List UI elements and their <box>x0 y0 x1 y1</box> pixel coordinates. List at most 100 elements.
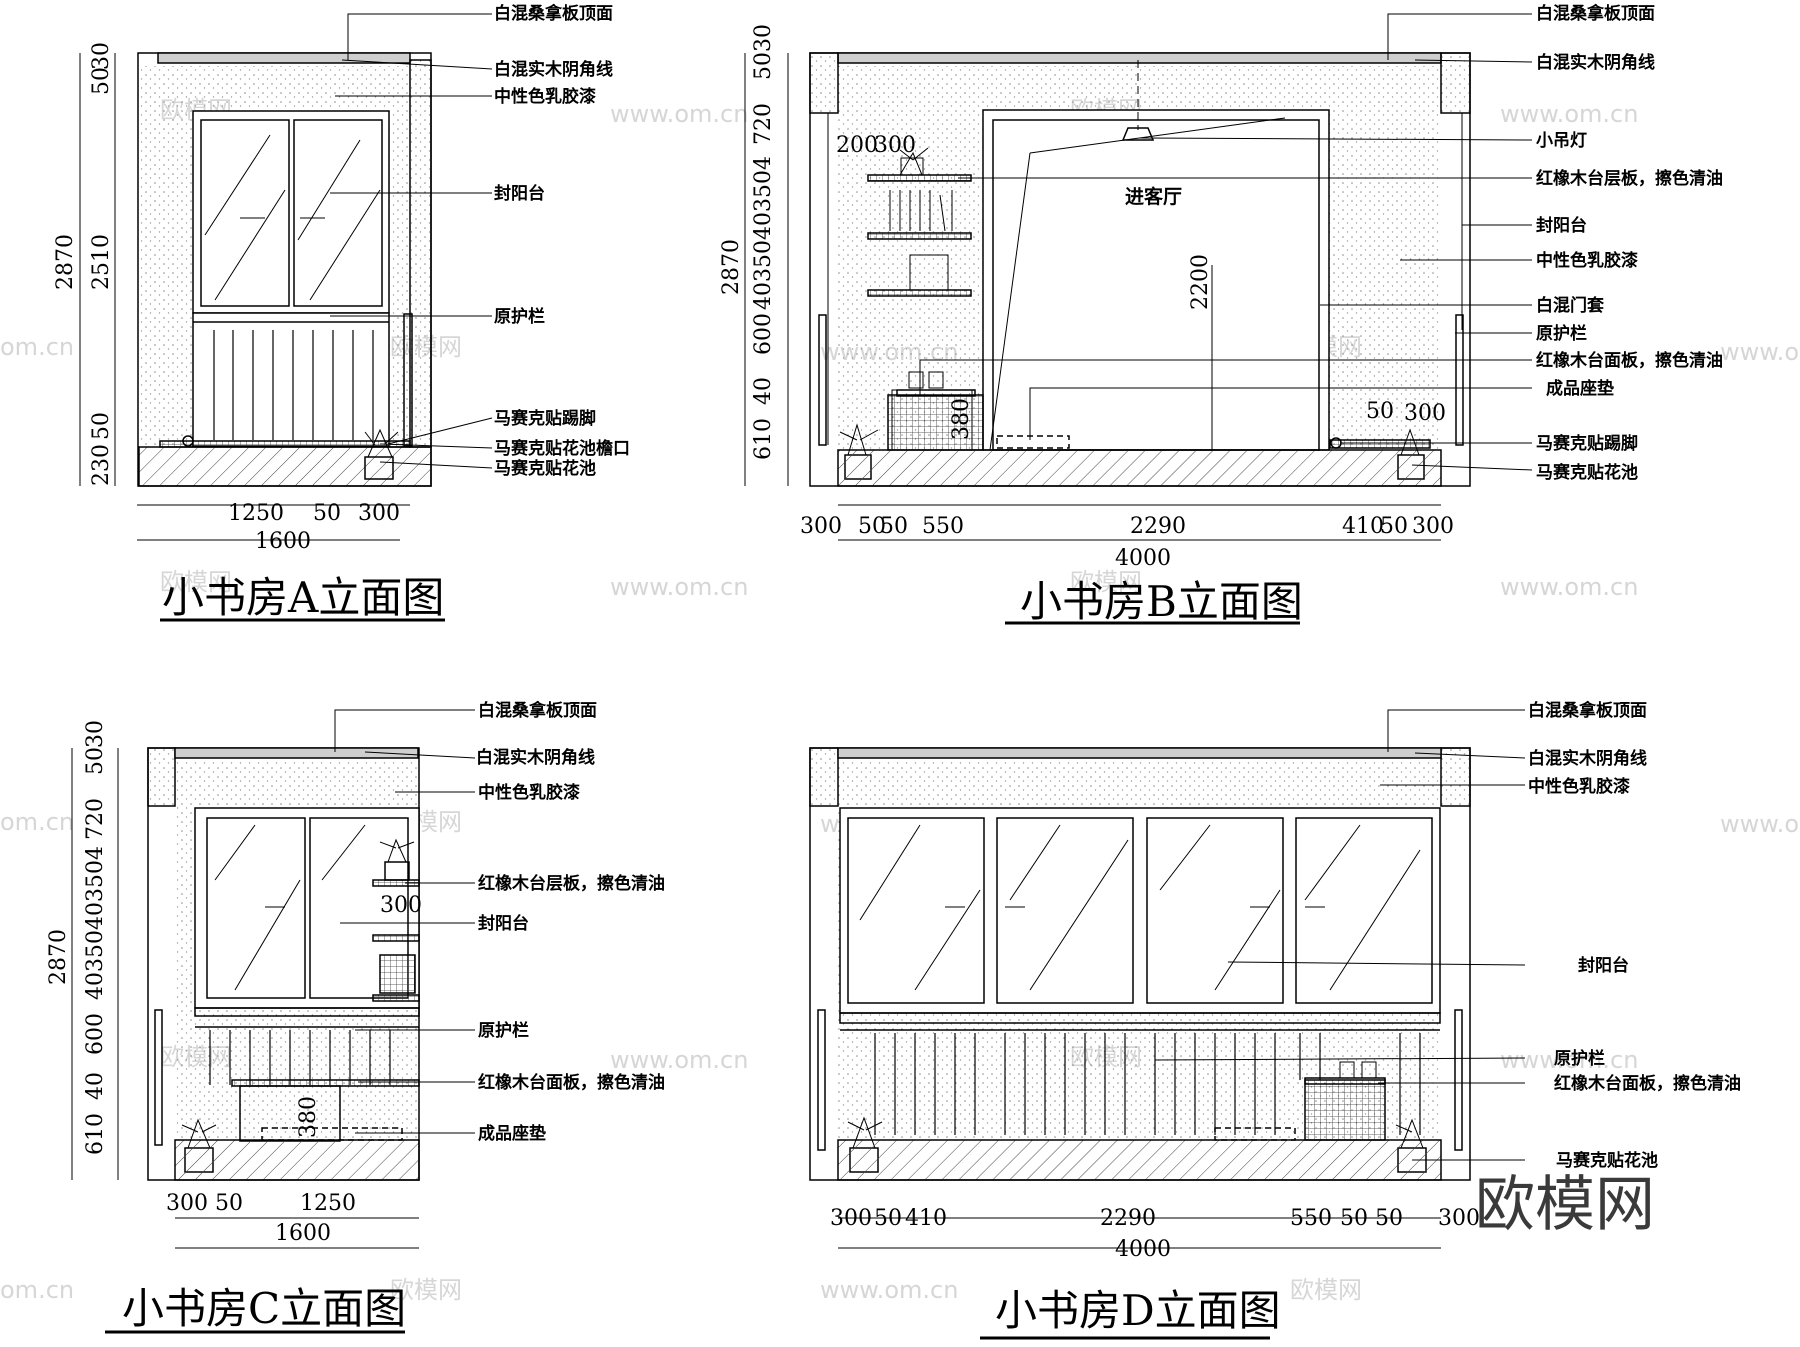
callout-label: 封阳台 <box>1578 955 1629 976</box>
dimension-value: 610 <box>83 1113 108 1155</box>
elevation-c-text: 白混桑拿板顶面 白混实木阴角线 中性色乳胶漆 红橡木台层板，擦色清油 封阳台 原… <box>46 700 665 1333</box>
dimension-value: 40350403504 <box>751 156 776 310</box>
floor-slab <box>837 449 1442 487</box>
dimension-value: 300 <box>1438 1206 1480 1231</box>
dimension-value: 1250 <box>228 501 284 526</box>
dimension-value: 610 <box>751 418 776 460</box>
doorway <box>982 109 1330 451</box>
column <box>409 59 432 448</box>
ceiling-board <box>837 52 1442 64</box>
dimension-value: 50 <box>83 747 108 775</box>
dimension-value: 2290 <box>1130 514 1186 539</box>
watermark-site: www.om.cn <box>1500 100 1638 128</box>
floor-slab <box>837 1139 1442 1181</box>
watermark-site: www.om.cn <box>610 1046 748 1074</box>
dimension-value: 50 <box>313 501 341 526</box>
window-pane <box>847 817 985 1004</box>
elevation-title: 小书房A立面图 <box>162 573 444 622</box>
callout-label: 马赛克贴花池檐口 <box>494 438 630 459</box>
dimension-value: 40 <box>83 1072 108 1100</box>
dimension-value: 50 <box>89 67 114 95</box>
dimension-total: 4000 <box>1115 1237 1171 1262</box>
window-pane <box>293 119 383 307</box>
dimension-value: 230 <box>89 444 114 486</box>
callout-label: 成品座垫 <box>478 1123 546 1144</box>
ceiling-board <box>837 747 1442 759</box>
callout-label: 白混桑拿板顶面 <box>1528 700 1647 721</box>
watermark-domain: om.cn <box>0 808 74 836</box>
callout-label: 封阳台 <box>494 183 545 204</box>
dimension-value: 50 <box>1366 399 1394 424</box>
dimension-value: 410 <box>1342 514 1384 539</box>
dimension-value: 50 <box>751 52 776 80</box>
dimension-value: 300 <box>1412 514 1454 539</box>
elevation-title: 小书房B立面图 <box>1020 577 1303 626</box>
balcony-window <box>192 110 390 314</box>
dimension-value: 50 <box>1375 1206 1403 1231</box>
floor-slab <box>138 446 432 487</box>
dimension-total: 1600 <box>275 1221 331 1246</box>
watermark-cn: 欧模网 <box>390 1276 462 1304</box>
mosaic-planter <box>1304 1079 1386 1141</box>
pipe-valve-icon <box>182 435 194 447</box>
callout-label: 原护栏 <box>478 1020 529 1041</box>
callout-label: 白混门套 <box>1536 295 1605 316</box>
callout-label: 白混实木阴角线 <box>494 59 613 80</box>
callout-label: 红橡木台面板，擦色清油 <box>1554 1073 1741 1094</box>
callout-label: 红橡木台层板，擦色清油 <box>1536 168 1723 189</box>
window-pane <box>1295 817 1433 1004</box>
balcony-window <box>839 807 1441 1014</box>
ceiling-board <box>157 52 411 64</box>
mosaic-planter <box>887 394 984 451</box>
planter <box>364 456 394 480</box>
callout-label: 马赛克贴花池 <box>494 458 596 479</box>
watermark-site: www.om.cn <box>610 573 748 601</box>
callout-label: 白混实木阴角线 <box>1528 748 1647 769</box>
dimension-value: 300 <box>166 1191 208 1216</box>
dimension-value: 2290 <box>1100 1206 1156 1231</box>
elevation-a-text: 白混桑拿板顶面 白混实木阴角线 中性色乳胶漆 封阳台 原护栏 马赛克贴踢脚 马赛… <box>53 3 630 622</box>
elevation-c <box>71 709 476 1334</box>
callout-label: 白混实木阴角线 <box>1536 52 1655 73</box>
elevation-b-text: 白混桑拿板顶面 白混实木阴角线 小吊灯 红橡木台层板，擦色清油 封阳台 中性色乳… <box>719 3 1723 626</box>
callout-label: 原护栏 <box>1536 323 1587 344</box>
railing <box>192 312 390 447</box>
window-pane <box>200 119 290 307</box>
window-pane <box>206 817 306 999</box>
dimension-value: 2200 <box>1188 254 1213 310</box>
dimension-value: 50 <box>1340 1206 1368 1231</box>
window-pane <box>996 817 1134 1004</box>
shelf <box>867 232 972 240</box>
room-label: 进客厅 <box>1125 185 1182 208</box>
floor-slab <box>174 1139 420 1181</box>
dimension-value: 300 <box>874 133 916 158</box>
seat-cushion <box>996 435 1070 449</box>
dimension-value: 300 <box>1404 401 1446 426</box>
dimension-value: 550 <box>922 514 964 539</box>
dimension-value: 40350403504 <box>83 846 108 1000</box>
callout-label: 白混实木阴角线 <box>476 747 595 768</box>
shelf <box>867 289 972 297</box>
dimension-value: 30 <box>83 720 108 748</box>
shelf <box>867 174 972 182</box>
dimension-value: 380 <box>949 398 974 440</box>
callout-label: 马赛克贴踢脚 <box>1536 433 1638 454</box>
callout-label: 原护栏 <box>494 306 545 327</box>
callout-label: 原护栏 <box>1554 1048 1605 1069</box>
dimension-value: 50 <box>874 1206 902 1231</box>
dimension-value: 30 <box>751 24 776 52</box>
dimension-value: 720 <box>751 103 776 145</box>
dimension-height: 2870 <box>46 929 71 985</box>
callout-label: 小吊灯 <box>1536 131 1587 151</box>
ceiling-board <box>174 747 419 759</box>
callout-label: 成品座垫 <box>1546 378 1614 399</box>
dimension-value: 300 <box>358 501 400 526</box>
dimension-total: 1600 <box>255 529 311 554</box>
dimension-value: 40 <box>751 377 776 405</box>
dimension-height: 2870 <box>53 234 78 290</box>
callout-label: 封阳台 <box>478 913 529 934</box>
watermark-domain: om.cn <box>0 333 74 361</box>
watermark-domain: om.cn <box>0 1276 74 1304</box>
callout-label: 中性色乳胶漆 <box>494 86 596 107</box>
